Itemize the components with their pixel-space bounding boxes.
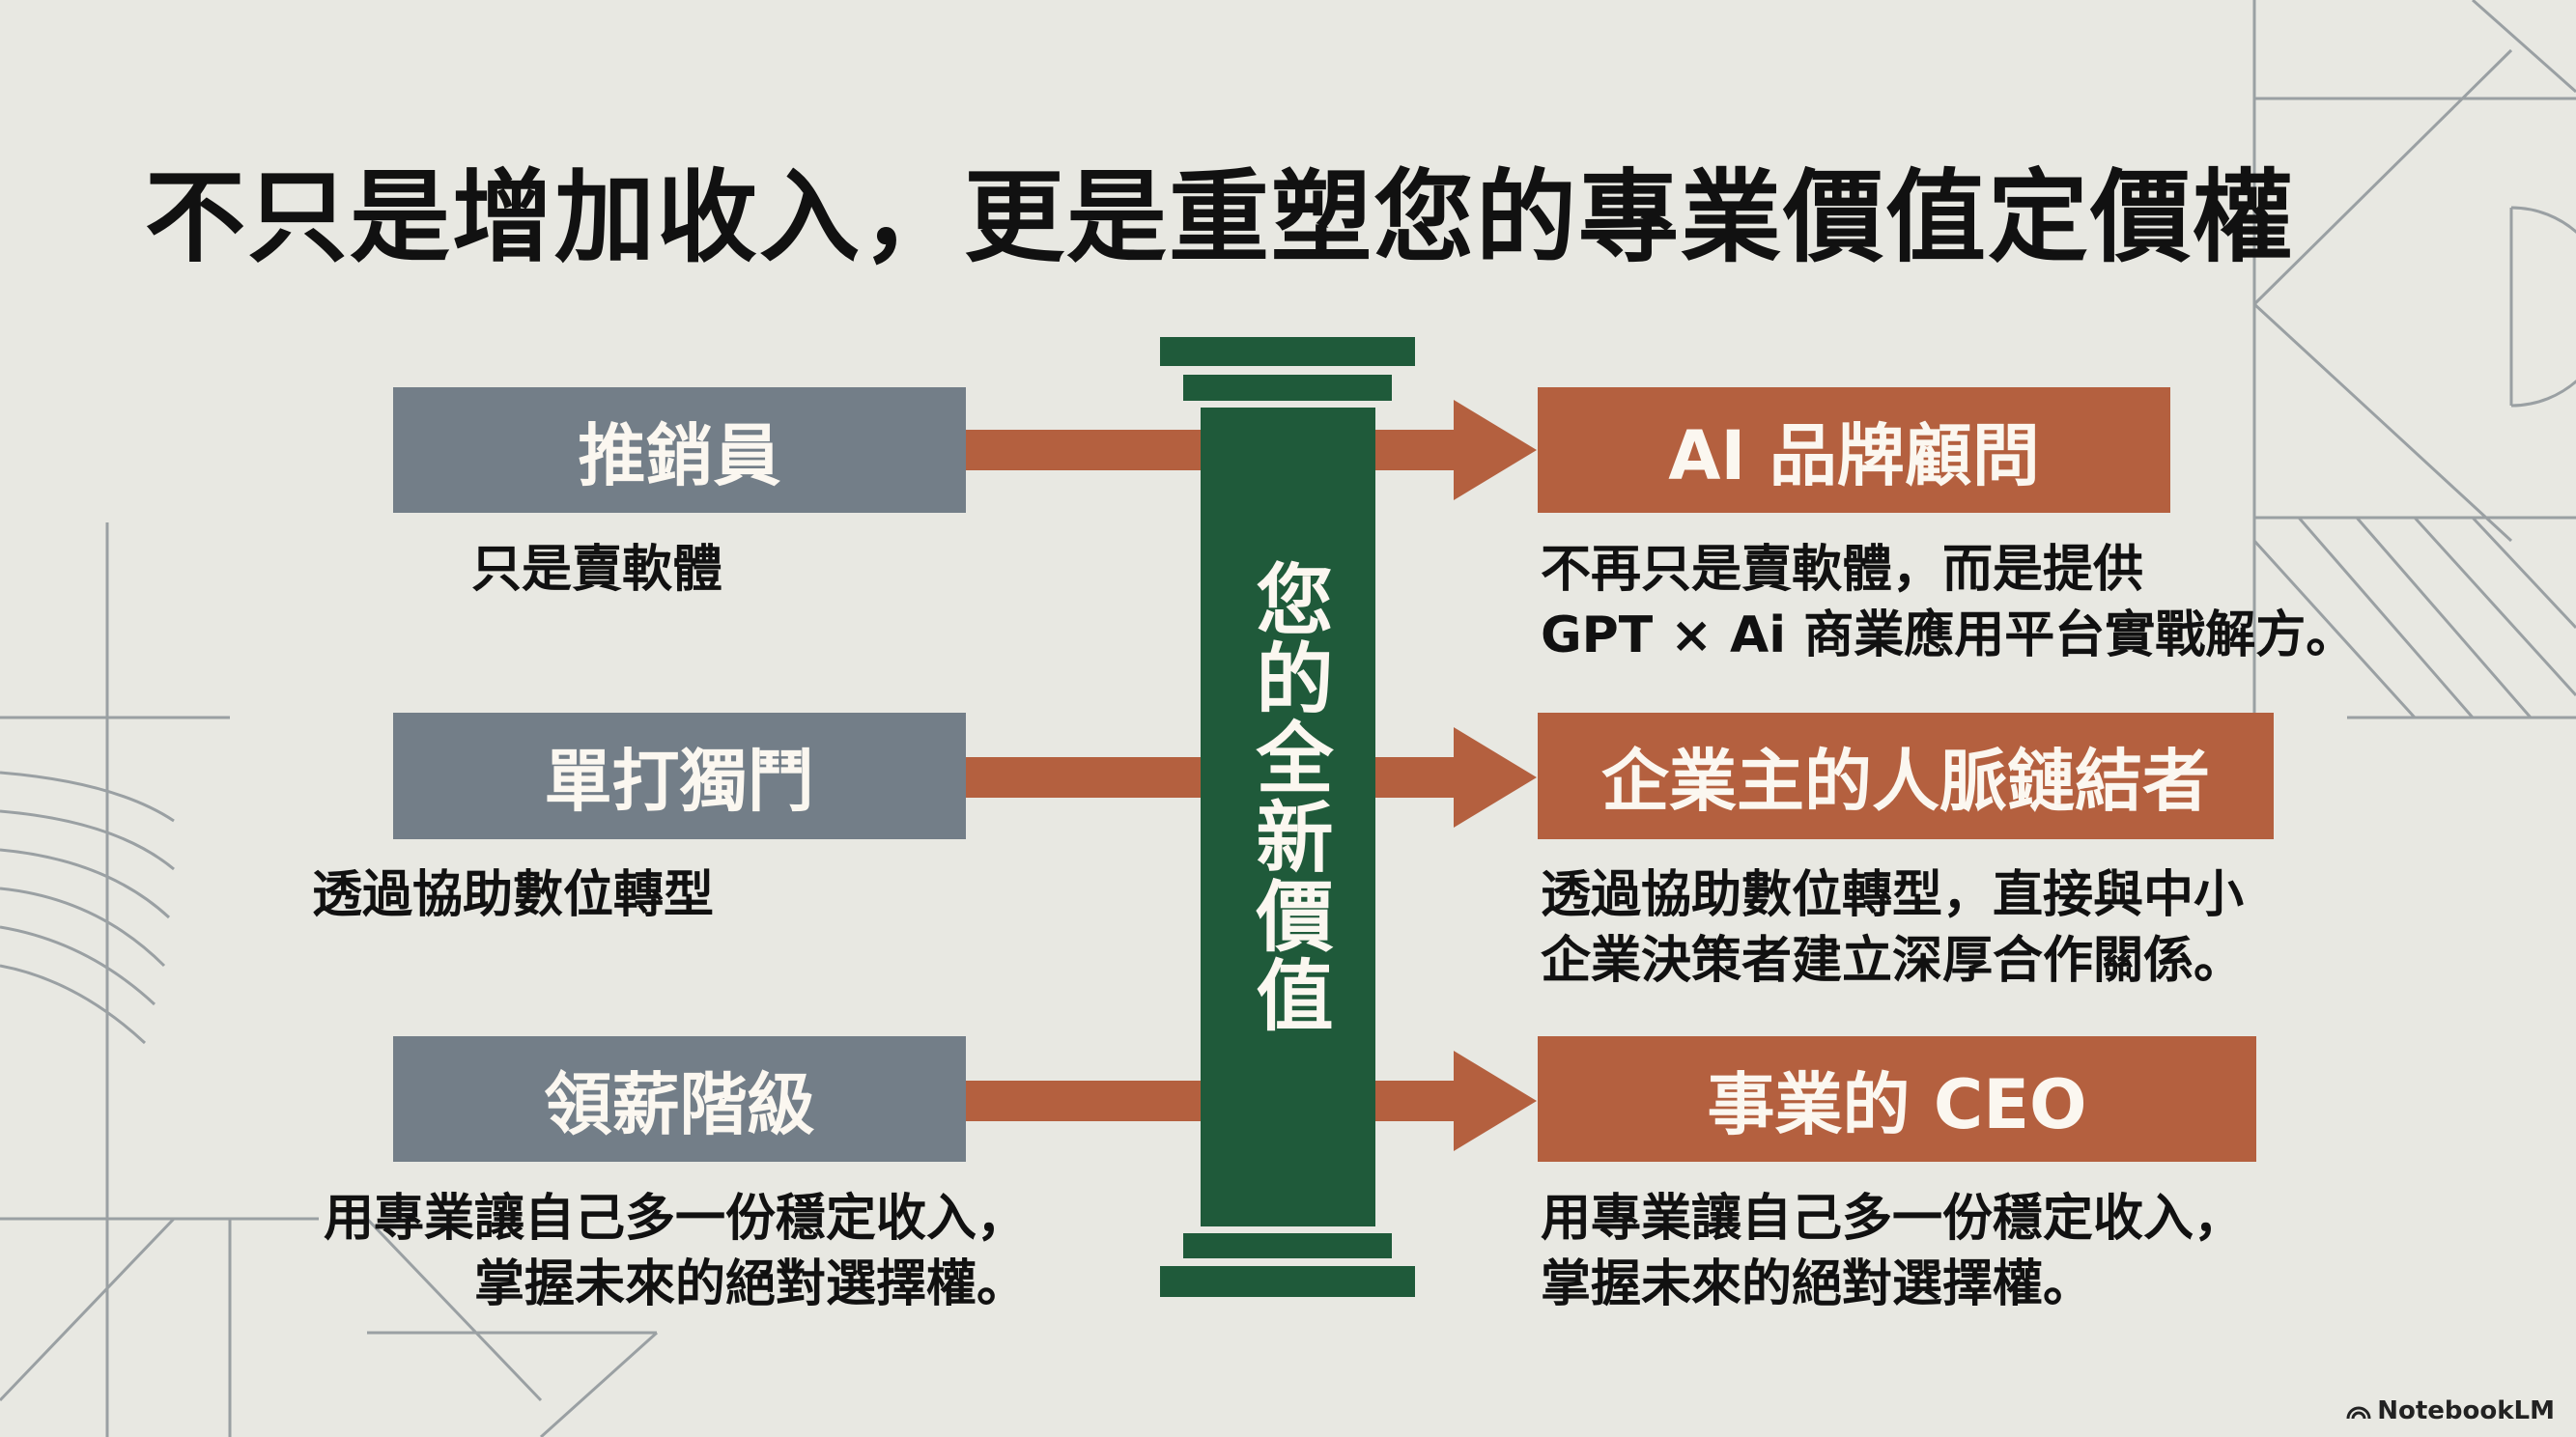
desc-line: 透過協助數位轉型 <box>312 866 715 924</box>
arrow-head-icon <box>1454 727 1537 828</box>
old-role-desc-2: 透過協助數位轉型 <box>312 862 714 928</box>
page-title: 不只是增加收入，更是重塑您的專業價值定價權 <box>145 158 2296 276</box>
pillar-shaft <box>1201 408 1375 1226</box>
watermark-label: NotebookLM <box>2377 1396 2555 1425</box>
old-role-box-1: 推銷員 <box>393 387 966 513</box>
desc-line: 企業決策者建立深厚合作關係。 <box>1541 932 2245 990</box>
desc-line: 不再只是賣軟體，而是提供 <box>1541 541 2144 599</box>
desc-line: 只是賣軟體 <box>471 541 723 599</box>
desc-line: 用專業讓自己多一份穩定收入， <box>1541 1190 2245 1248</box>
arrow-head-icon <box>1454 400 1537 500</box>
arrow-shaft-right-1 <box>1375 430 1455 470</box>
arrow-shaft-left-3 <box>966 1081 1201 1121</box>
pillar-top-cap <box>1160 337 1415 366</box>
desc-line: 掌握未來的絕對選擇權。 <box>1541 1255 2094 1313</box>
notebooklm-icon <box>2346 1406 2371 1420</box>
arrow-head-icon <box>1454 1051 1537 1151</box>
desc-line: 掌握未來的絕對選擇權。 <box>473 1255 1027 1313</box>
new-role-box-1: AI 品牌顧問 <box>1538 387 2170 513</box>
new-role-box-3: 事業的 CEO <box>1538 1036 2256 1162</box>
desc-line: GPT × Ai 商業應用平台實戰解方。 <box>1541 606 2357 664</box>
old-role-desc-1: 只是賣軟體 <box>471 537 722 603</box>
pillar-label: 您的全新價值 <box>1243 559 1334 1034</box>
notebooklm-watermark: NotebookLM <box>2346 1396 2555 1425</box>
arrow-shaft-left-2 <box>966 757 1201 798</box>
old-role-desc-3: 用專業讓自己多一份穩定收入， 掌握未來的絕對選擇權。 <box>312 1186 1027 1317</box>
desc-line: 用專業讓自己多一份穩定收入， <box>323 1190 1027 1248</box>
new-role-desc-3: 用專業讓自己多一份穩定收入， 掌握未來的絕對選擇權。 <box>1541 1186 2244 1317</box>
old-role-box-3: 領薪階級 <box>393 1036 966 1162</box>
new-role-desc-1: 不再只是賣軟體，而是提供 GPT × Ai 商業應用平台實戰解方。 <box>1541 537 2356 668</box>
pillar-base <box>1160 1266 1415 1297</box>
arrow-shaft-right-2 <box>1375 757 1455 798</box>
pillar-bottom-capital <box>1183 1233 1392 1258</box>
desc-line: 透過協助數位轉型，直接與中小 <box>1541 866 2245 924</box>
new-role-desc-2: 透過協助數位轉型，直接與中小 企業決策者建立深厚合作關係。 <box>1541 862 2244 994</box>
arrow-shaft-left-1 <box>966 430 1201 470</box>
arrow-shaft-right-3 <box>1375 1081 1455 1121</box>
pillar-top-capital <box>1183 375 1392 401</box>
old-role-box-2: 單打獨鬥 <box>393 713 966 839</box>
new-role-box-2: 企業主的人脈鏈結者 <box>1538 713 2274 839</box>
